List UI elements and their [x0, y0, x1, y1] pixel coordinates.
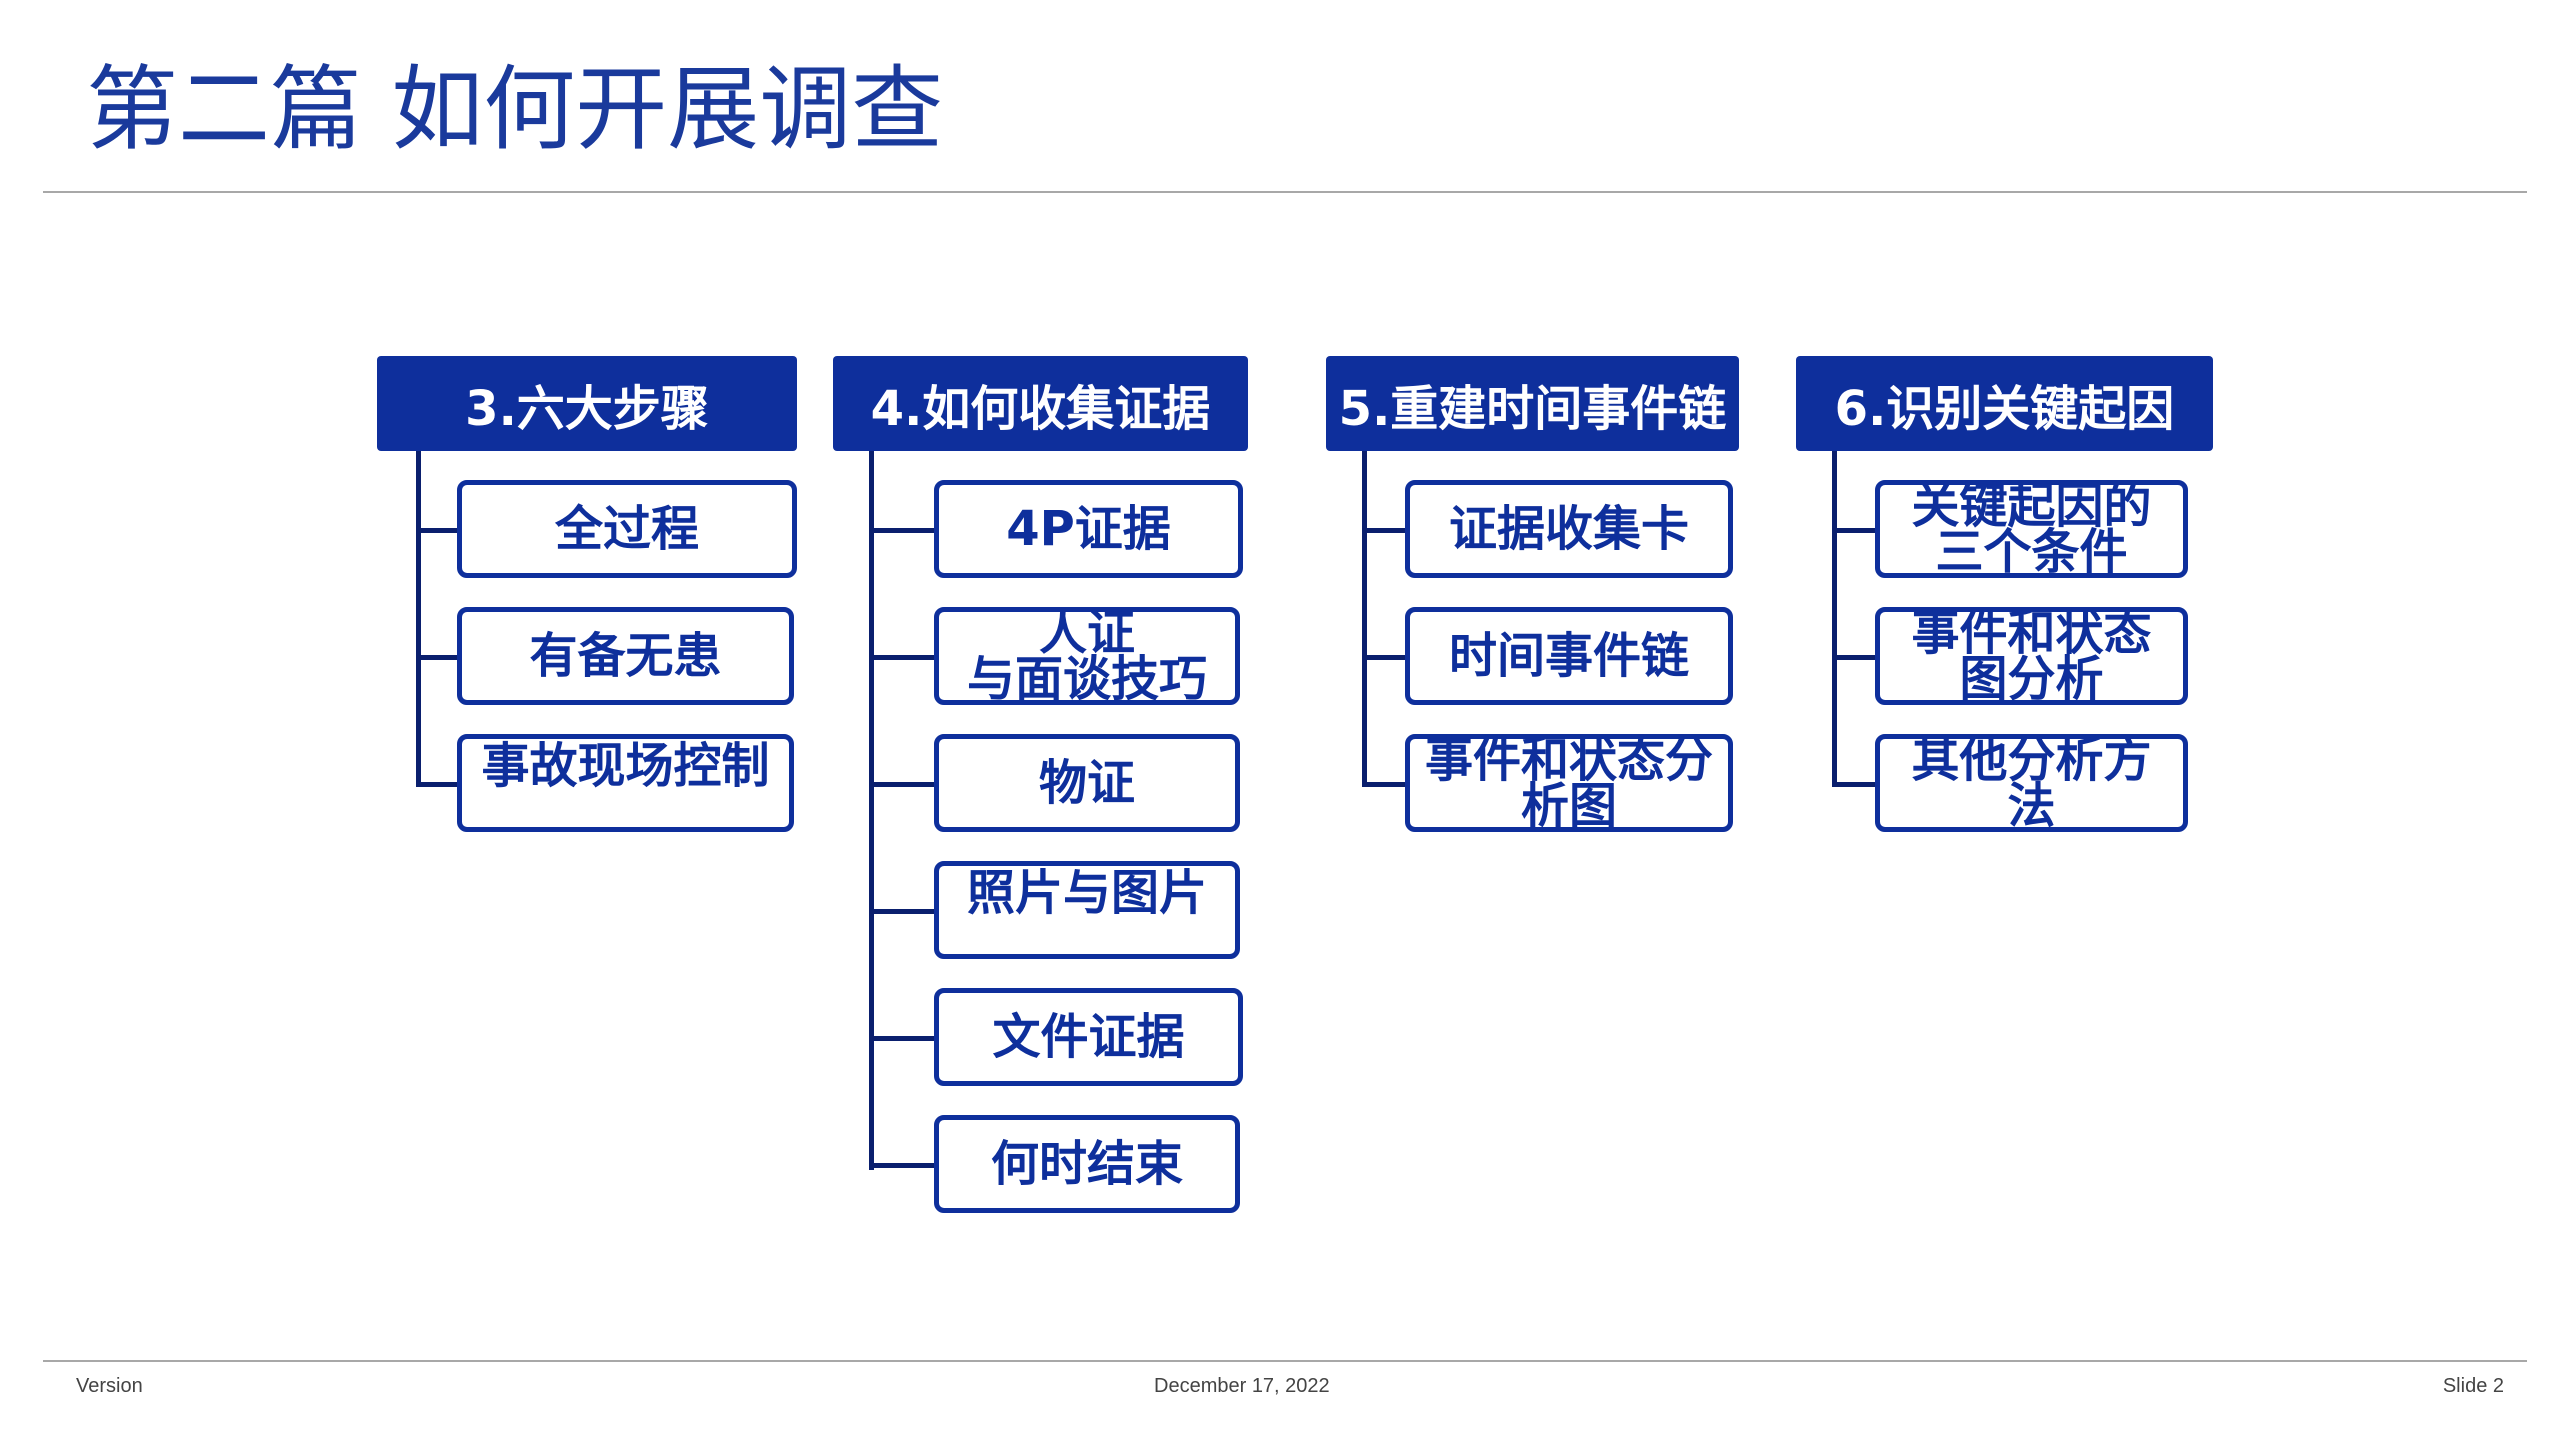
footer-date: December 17, 2022	[1154, 1375, 1330, 1397]
connector	[1362, 655, 1408, 660]
cause-item: 事件和状态 图分析	[1875, 607, 2188, 705]
footer-slide-number: Slide 2	[2442, 1375, 2504, 1397]
footer-version: Version	[76, 1375, 143, 1397]
connector	[869, 528, 937, 533]
evidence-item: 4P证据	[934, 480, 1243, 578]
evidence-item: 物证	[934, 734, 1240, 832]
step-item: 事故现场控制	[457, 734, 794, 832]
connector	[1832, 451, 1837, 787]
title-divider	[43, 191, 2527, 193]
evidence-item: 人证 与面谈技巧	[934, 607, 1240, 705]
column-header-timeline: 5.重建时间事件链	[1326, 356, 1739, 451]
footer-divider	[43, 1360, 2527, 1362]
column-header-six-steps: 3.六大步骤	[377, 356, 797, 451]
connector	[1362, 528, 1408, 533]
evidence-item: 照片与图片	[934, 861, 1240, 959]
connector	[869, 909, 937, 914]
cause-item: 其他分析方 法	[1875, 734, 2188, 832]
connector	[1362, 782, 1408, 787]
connector	[869, 451, 874, 1170]
connector	[1362, 451, 1367, 787]
connector	[416, 451, 421, 787]
connector	[869, 655, 937, 660]
timeline-item: 时间事件链	[1405, 607, 1733, 705]
step-item: 全过程	[457, 480, 797, 578]
connector	[416, 782, 458, 787]
connector	[1832, 528, 1878, 533]
connector	[416, 528, 458, 533]
slide-title: 第二篇 如何开展调查	[86, 56, 944, 163]
column-header-collect-evidence: 4.如何收集证据	[833, 356, 1248, 451]
connector	[869, 782, 937, 787]
step-item: 有备无患	[457, 607, 794, 705]
timeline-item: 证据收集卡	[1405, 480, 1733, 578]
evidence-item: 文件证据	[934, 988, 1243, 1086]
timeline-item: 事件和状态分 析图	[1405, 734, 1733, 832]
connector	[1832, 782, 1878, 787]
connector	[869, 1163, 937, 1168]
column-header-key-causes: 6.识别关键起因	[1796, 356, 2213, 451]
connector	[416, 655, 458, 660]
connector	[869, 1036, 937, 1041]
evidence-item: 何时结束	[934, 1115, 1240, 1213]
connector	[1832, 655, 1878, 660]
cause-item: 关键起因的 三个条件	[1875, 480, 2188, 578]
